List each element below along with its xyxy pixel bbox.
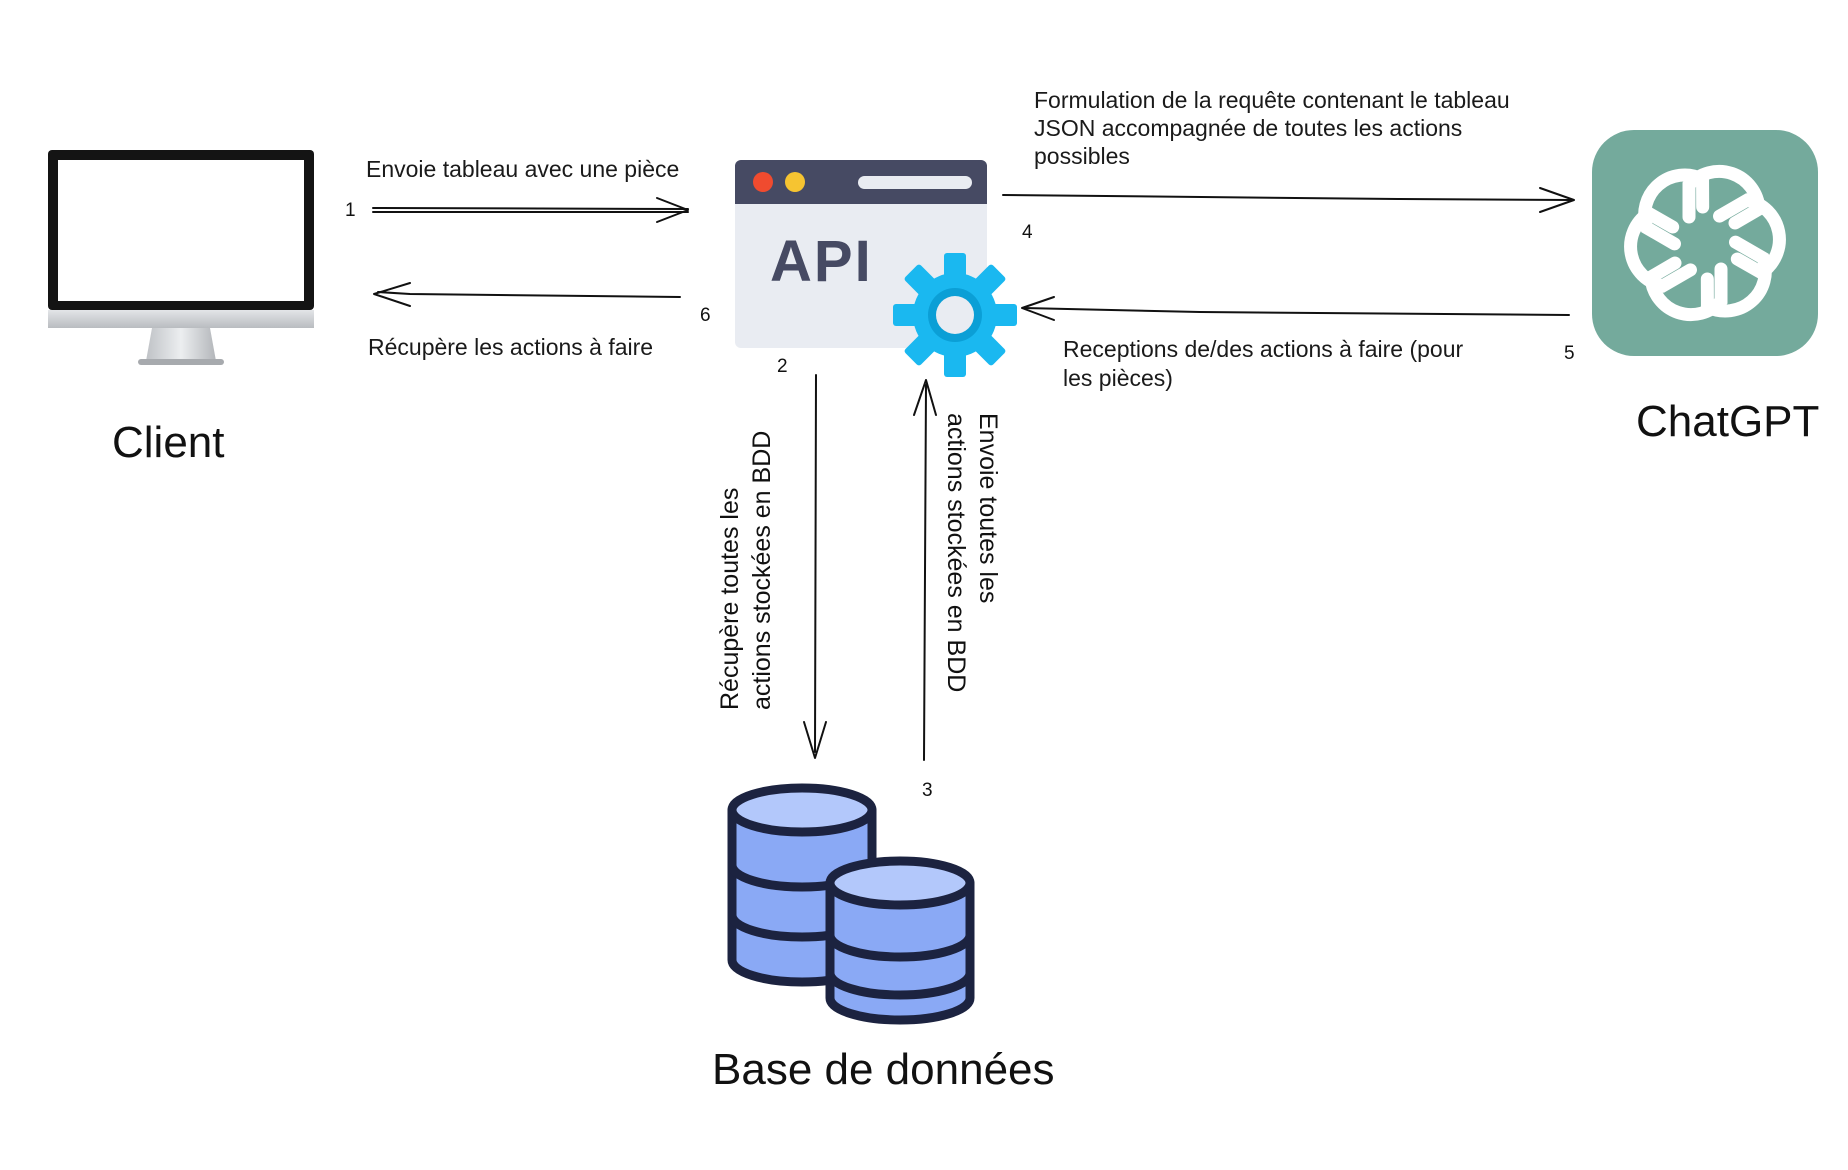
arrow-step-2 xyxy=(803,374,827,759)
step-3-line: Envoie toutes les xyxy=(974,413,1002,604)
database-icon xyxy=(727,783,975,1025)
step-4-number: 4 xyxy=(1022,222,1033,243)
close-dot-icon xyxy=(753,172,773,192)
step-6-number: 6 xyxy=(700,305,711,326)
step-5-text: Receptions de/des actions à faire (pour … xyxy=(1063,335,1463,393)
monitor-icon xyxy=(48,150,314,365)
client-node xyxy=(40,145,320,385)
arrow-step-4 xyxy=(1002,187,1575,213)
step-4-line: Formulation de la requête contenant le t… xyxy=(1034,87,1510,113)
step-2-text: Récupère toutes les actions stockées en … xyxy=(714,400,778,710)
step-3-number: 3 xyxy=(922,780,933,801)
gear-icon xyxy=(893,253,1017,377)
api-node: API xyxy=(735,160,1035,380)
step-2-line: actions stockées en BDD xyxy=(748,430,776,710)
step-6-text: Récupère les actions à faire xyxy=(368,334,654,360)
step-5-number: 5 xyxy=(1564,343,1575,364)
step-4-line: possibles xyxy=(1034,143,1130,169)
step-5-line: Receptions de/des actions à faire (pour xyxy=(1063,336,1464,362)
step-2-number: 2 xyxy=(777,356,788,377)
address-bar xyxy=(858,176,972,189)
step-3-line: actions stockées en BDD xyxy=(942,413,970,693)
step-2-line: Récupère toutes les xyxy=(716,487,744,710)
step-1-text: Envoie tableau avec une pièce xyxy=(366,156,680,182)
chatgpt-label: ChatGPT xyxy=(1636,397,1820,446)
step-4-line: JSON accompagnée de toutes les actions xyxy=(1034,115,1463,141)
arrow-step-3 xyxy=(913,379,937,761)
step-1-number: 1 xyxy=(345,200,356,221)
database-label: Base de données xyxy=(712,1045,1055,1094)
arrow-step-5 xyxy=(1021,296,1570,321)
api-label: API xyxy=(770,229,873,294)
minimize-dot-icon xyxy=(785,172,805,192)
openai-logo-icon xyxy=(1624,164,1786,322)
arrow-step-1 xyxy=(372,197,689,223)
database-node xyxy=(722,770,982,1030)
step-5-line: les pièces) xyxy=(1063,365,1173,391)
client-label: Client xyxy=(112,418,225,467)
api-window: API xyxy=(735,160,987,348)
chatgpt-node xyxy=(1592,130,1818,356)
step-3-text: Envoie toutes les actions stockées en BD… xyxy=(940,413,1004,753)
arrow-step-6 xyxy=(373,282,681,307)
step-4-text: Formulation de la requête contenant le t… xyxy=(1034,86,1510,170)
